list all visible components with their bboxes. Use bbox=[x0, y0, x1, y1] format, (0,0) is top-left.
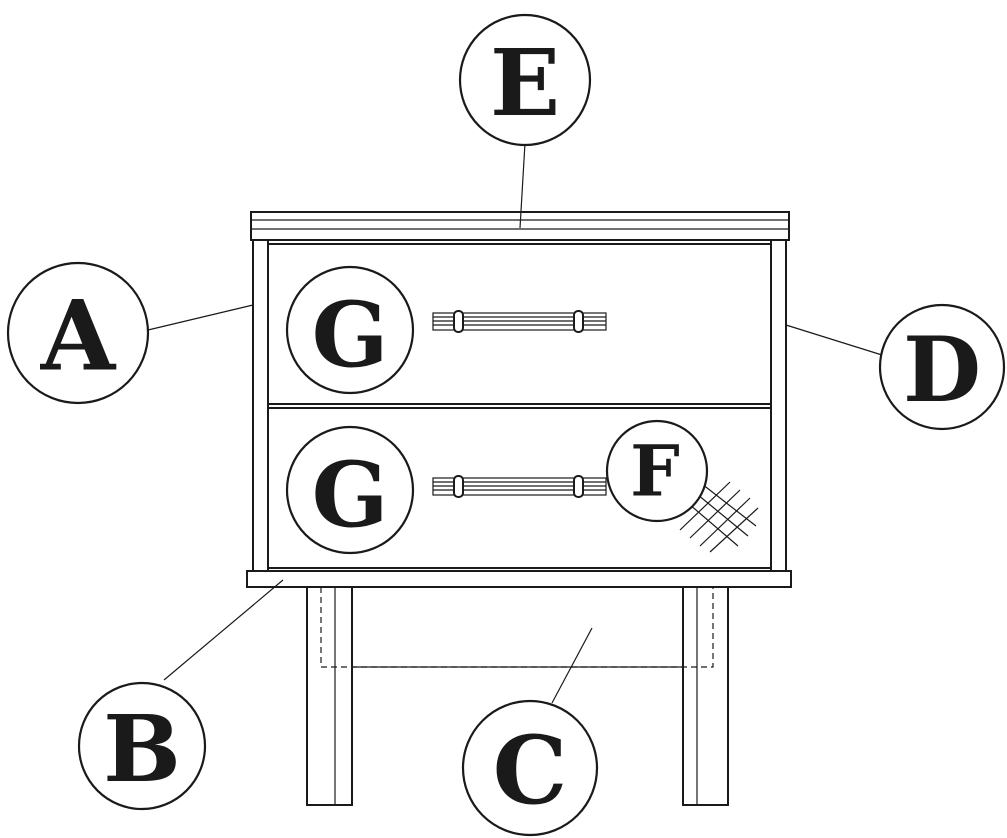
callout-label-g-top: G bbox=[312, 282, 389, 388]
callout-G-top: G bbox=[285, 265, 415, 395]
handle-top bbox=[432, 310, 607, 333]
callout-G-bottom: G bbox=[285, 425, 415, 555]
callout-label-a: A bbox=[40, 280, 117, 393]
callout-label-b: B bbox=[103, 695, 181, 803]
callout-A: A bbox=[6, 261, 150, 405]
callout-label-g-bottom: G bbox=[312, 442, 389, 548]
bottom-panel bbox=[246, 570, 792, 588]
top-panel bbox=[250, 211, 790, 241]
callout-F: F bbox=[605, 419, 709, 523]
leader-lines bbox=[147, 142, 883, 704]
callout-E: E bbox=[458, 13, 592, 147]
left-leg bbox=[306, 586, 353, 806]
drawer-top bbox=[267, 243, 772, 405]
callout-B: B bbox=[77, 681, 207, 811]
callout-C: C bbox=[461, 699, 599, 837]
leg-frame bbox=[306, 586, 729, 806]
callout-label-c: C bbox=[493, 716, 568, 826]
handle-bottom bbox=[432, 475, 607, 498]
callout-label-e: E bbox=[490, 29, 560, 137]
right-leg bbox=[682, 586, 729, 806]
callout-label-f: F bbox=[630, 430, 680, 513]
callout-D: D bbox=[878, 303, 1006, 431]
callout-label-d: D bbox=[903, 317, 981, 423]
drawer-bottom bbox=[267, 407, 772, 569]
